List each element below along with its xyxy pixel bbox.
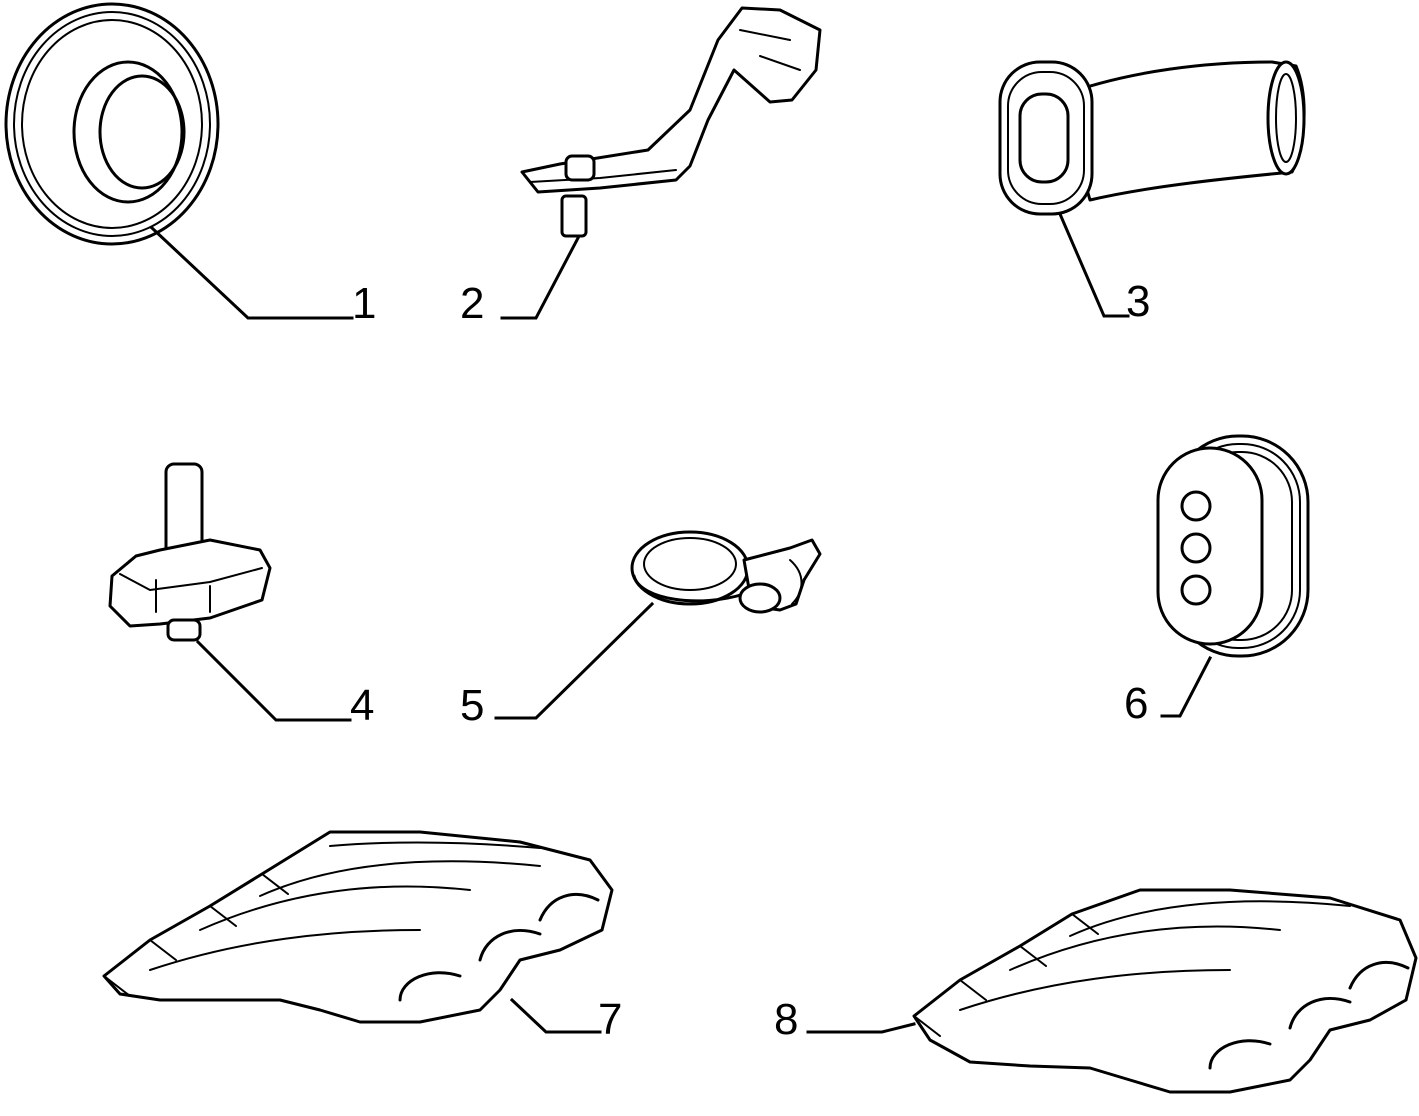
part-3-bent-sleeve-icon[interactable] <box>998 60 1306 216</box>
leader-line-5 <box>494 601 655 720</box>
part-8-cable-guide-icon[interactable] <box>912 888 1418 1094</box>
callout-label-8: 8 <box>774 995 798 1044</box>
callout-label-3: 3 <box>1126 277 1150 326</box>
leader-line-4 <box>195 639 352 722</box>
part-6-three-hole-grommet-icon[interactable] <box>1156 434 1310 658</box>
leader-line-1 <box>149 225 354 320</box>
leader-line-8 <box>806 1022 916 1034</box>
leader-line-7 <box>509 997 602 1034</box>
leader-line-6 <box>1160 655 1213 718</box>
part-4-pin-clip-icon[interactable] <box>108 462 272 642</box>
callout-label-5: 5 <box>460 681 484 730</box>
part-2-mounting-bracket-icon[interactable] <box>520 6 822 238</box>
part-5-hose-clamp-icon[interactable] <box>630 530 822 614</box>
callout-label-2: 2 <box>460 279 484 328</box>
part-7-cable-guide-icon[interactable] <box>102 830 614 1024</box>
leader-line-3 <box>1058 212 1130 318</box>
callout-label-7: 7 <box>598 995 622 1044</box>
callout-label-1: 1 <box>352 279 376 328</box>
callout-label-4: 4 <box>350 681 374 730</box>
callout-label-6: 6 <box>1124 679 1148 728</box>
part-1-grommet-ring-icon[interactable] <box>4 2 220 246</box>
leader-line-2 <box>500 235 581 320</box>
